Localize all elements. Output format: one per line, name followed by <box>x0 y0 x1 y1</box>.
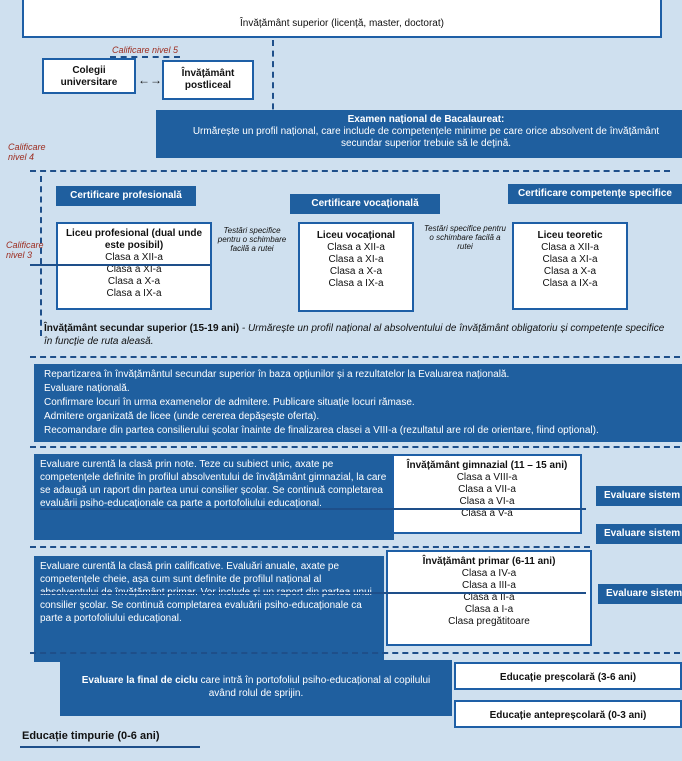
class-item: Clasa a XII-a <box>327 242 385 253</box>
bac-text: Urmărește un profil național, care inclu… <box>192 126 660 149</box>
level3-label: Calificare nivel 3 <box>6 240 44 260</box>
repartizare-line: Repartizarea în învățământul secundar su… <box>44 369 510 380</box>
liceu-prof-box: Liceu profesional (dual unde este posibi… <box>56 222 212 310</box>
dash-line-4 <box>30 546 590 548</box>
eval-sistem-1: Evaluare sistem <box>596 486 682 506</box>
class-item: Clasa a VIII-a <box>456 472 518 483</box>
gimnaziu-box: Învățământ gimnazial (11 – 15 ani) Clasa… <box>392 454 582 534</box>
class-item: Clasa a V-a <box>461 508 513 519</box>
class-item: Clasa a XI-a <box>542 254 598 265</box>
timpurie-title: Educație timpurie (0-6 ani) <box>22 730 160 742</box>
eval-sistem-1-label: Evaluare sistem <box>604 490 681 501</box>
liceu-voc-title: Liceu vocațional <box>316 230 396 241</box>
testari-2: Testări specifice pentru o schimbare fac… <box>424 224 506 251</box>
prescolar-box: Educație preșcolară (3-6 ani) <box>454 662 682 690</box>
dash-line-2 <box>30 356 680 358</box>
class-item: Clasa a IV-a <box>461 568 517 579</box>
gimnaziu-eval-text: Evaluare curentă la clasă prin note. Tez… <box>40 459 387 509</box>
eval-sistem-3: Evaluare sistem <box>598 584 682 604</box>
liceu-voc-box: Liceu vocațional Clasa a XII-a Clasa a X… <box>298 222 414 312</box>
class-item: Clasa a X-a <box>543 266 597 277</box>
class-item: Clasa a XI-a <box>328 254 384 265</box>
colegii-box: Colegii universitare <box>42 58 136 94</box>
class-item: Clasa a VII-a <box>458 484 516 495</box>
class-item: Clasa a III-a <box>462 580 516 591</box>
higher-education-title: Învățământ superior (licență, master, do… <box>240 18 444 29</box>
primar-eval: Evaluare curentă la clasă prin calificat… <box>34 556 384 662</box>
caption-italic: - Urmărește un profil național al absolv… <box>44 323 665 347</box>
secondary-caption: Învățământ secundar superior (15-19 ani)… <box>44 322 674 348</box>
timpurie-eval-bold: Evaluare la final de ciclu <box>81 675 198 686</box>
postliceal-label: Învățământ postliceal <box>181 68 235 91</box>
left-dash <box>40 176 42 336</box>
arrows-icon: ←→ <box>138 73 162 87</box>
dash-line-3 <box>30 446 680 448</box>
class-item: Clasa a X-a <box>107 276 161 287</box>
cert-voc-label: Certificare vocațională <box>311 198 419 209</box>
colegii-label: Colegii universitare <box>60 65 118 88</box>
class-item: Clasa a XI-a <box>106 264 162 275</box>
repartizare-banner: Repartizarea în învățământul secundar su… <box>34 364 682 442</box>
repartizare-line: Confirmare locuri în urma examenelor de … <box>44 397 415 408</box>
prescolar-label: Educație preșcolară (3-6 ani) <box>499 672 637 683</box>
cert-voc: Certificare vocațională <box>290 194 440 214</box>
repartizare-line: Evaluare națională. <box>44 383 130 394</box>
arrow-line-1 <box>30 264 210 266</box>
class-item: Clasa a IX-a <box>328 278 384 289</box>
liceu-teo-box: Liceu teoretic Clasa a XII-a Clasa a XI-… <box>512 222 628 310</box>
dash-line-5 <box>30 652 680 654</box>
level5-label: Calificare nivel 5 <box>112 45 179 55</box>
cert-spec-label: Certificare competențe specifice <box>518 188 672 199</box>
dash-line-1 <box>30 170 670 172</box>
cert-prof: Certificare profesională <box>56 186 196 206</box>
antepre-box: Educație antepreșcolară (0-3 ani) <box>454 700 682 728</box>
class-item: Clasa a X-a <box>329 266 383 277</box>
bac-banner: Examen național de Bacalaureat: Urmăreșt… <box>156 110 682 158</box>
testari-1: Testări specifice pentru o schimbare fac… <box>217 226 287 253</box>
postliceal-box: Învățământ postliceal <box>162 60 254 100</box>
timpurie-eval: Evaluare la final de ciclu care intră în… <box>60 660 452 716</box>
repartizare-line: Recomandare din partea consilierului șco… <box>44 425 599 436</box>
class-item: Clasa a I-a <box>464 604 514 615</box>
primar-box: Învățământ primar (6-11 ani) Clasa a IV-… <box>386 550 592 646</box>
cert-prof-label: Certificare profesională <box>70 190 182 201</box>
class-item: Clasa a II-a <box>463 592 515 603</box>
class-item: Clasa a IX-a <box>542 278 598 289</box>
cert-spec: Certificare competențe specifice <box>508 184 682 204</box>
gimnaziu-title: Învățământ gimnazial (11 – 15 ani) <box>406 460 568 471</box>
arrow-line-3 <box>40 592 586 594</box>
eval-sistem-2: Evaluare sistem <box>596 524 682 544</box>
class-item: Clasa a IX-a <box>106 288 162 299</box>
repartizare-line: Admitere organizată de licee (unde cerer… <box>44 411 320 422</box>
class-item: Clasa a XII-a <box>105 252 163 263</box>
eval-sistem-2-label: Evaluare sistem <box>604 528 681 539</box>
gimnaziu-eval: Evaluare curentă la clasă prin note. Tez… <box>34 454 394 540</box>
arrow-line-2 <box>40 508 586 510</box>
vertical-dash <box>272 40 274 120</box>
caption-bold: Învățământ secundar superior (15-19 ani) <box>44 323 240 334</box>
higher-education-box: Învățământ superior (licență, master, do… <box>22 0 662 38</box>
class-item: Clasa a VI-a <box>459 496 515 507</box>
eval-sistem-3-label: Evaluare sistem <box>606 588 682 599</box>
class-item: Clasa pregătitoare <box>448 616 530 627</box>
bottom-line <box>20 746 200 748</box>
primar-title: Învățământ primar (6-11 ani) <box>422 556 556 567</box>
antepre-label: Educație antepreșcolară (0-3 ani) <box>489 710 647 721</box>
class-item: Clasa a XII-a <box>541 242 599 253</box>
level5-dash <box>110 56 180 58</box>
timpurie-eval-rest: care intră în portofoliul psiho-educațio… <box>197 675 431 699</box>
bac-title: Examen național de Bacalaureat: <box>347 114 505 125</box>
liceu-prof-title: Liceu profesional (dual unde este posibi… <box>65 228 203 251</box>
liceu-teo-title: Liceu teoretic <box>537 230 603 241</box>
level4-label: Calificare nivel 4 <box>8 142 46 162</box>
